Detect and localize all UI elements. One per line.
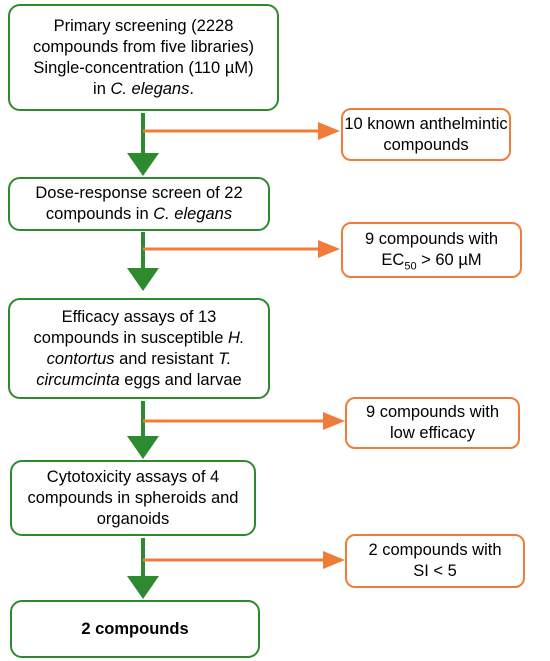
stage-text-fragment: in: [93, 79, 111, 98]
excluded-text-line: 9 compounds with: [366, 403, 499, 421]
stage-text-line: Single-concentration (110 µM): [33, 58, 254, 77]
stage-primary-screening: Primary screening (2228 compounds from f…: [8, 4, 279, 111]
stage-text-line: compounds in spheroids and: [27, 488, 239, 507]
stage-text-fragment: and resistant: [114, 349, 219, 368]
excluded-text-line: compounds: [383, 135, 469, 154]
excluded-text-fragment: > 60 µM: [416, 251, 482, 269]
excluded-known-anthelmintics: 10 known anthelmintic compounds: [341, 108, 511, 161]
species-name: T.: [218, 349, 232, 368]
excluded-high-ec50: 9 compounds with EC50 > 60 µM: [341, 222, 522, 278]
exclusion-arrows: [143, 122, 345, 569]
species-name: contortus: [46, 349, 115, 368]
stage-text-line: compounds from five libraries): [33, 37, 254, 56]
species-name: C. elegans: [153, 205, 233, 223]
species-name: C. elegans: [110, 79, 190, 98]
stage-text-line: organoids: [96, 509, 170, 528]
excluded-text-line: 9 compounds with: [365, 230, 498, 248]
excluded-text-line: SI < 5: [413, 562, 457, 580]
final-result-label: 2 compounds: [81, 619, 189, 638]
species-name: H.: [227, 328, 245, 347]
final-result: 2 compounds: [10, 600, 260, 658]
excluded-text-line: 10 known anthelmintic: [344, 114, 508, 133]
excluded-text-fragment: EC: [381, 251, 405, 269]
stage-text-fragment: compounds in: [45, 205, 154, 223]
stage-text-line: Cytotoxicity assays of 4: [46, 467, 220, 486]
excluded-text-line: 2 compounds with: [368, 541, 502, 559]
ec50-subscript: 50: [404, 260, 417, 273]
excluded-low-efficacy: 9 compounds with low efficacy: [345, 397, 520, 449]
stage-text-line: Efficacy assays of 13: [61, 307, 217, 326]
species-name: circumcinta: [36, 370, 120, 389]
excluded-low-si: 2 compounds with SI < 5: [345, 534, 525, 588]
stage-cytotoxicity-assays: Cytotoxicity assays of 4 compounds in sp…: [10, 460, 256, 536]
stage-text-line: Dose-response screen of 22: [35, 184, 243, 202]
stage-text-line: Primary screening (2228: [53, 16, 234, 35]
stage-text-fragment: .: [189, 79, 194, 98]
stage-text-fragment: compounds in susceptible: [33, 328, 228, 347]
stage-dose-response: Dose-response screen of 22 compounds in …: [8, 177, 270, 231]
stage-text-fragment: eggs and larvae: [119, 370, 242, 389]
stage-efficacy-assays: Efficacy assays of 13 compounds in susce…: [8, 298, 270, 399]
excluded-text-line: low efficacy: [390, 424, 475, 442]
